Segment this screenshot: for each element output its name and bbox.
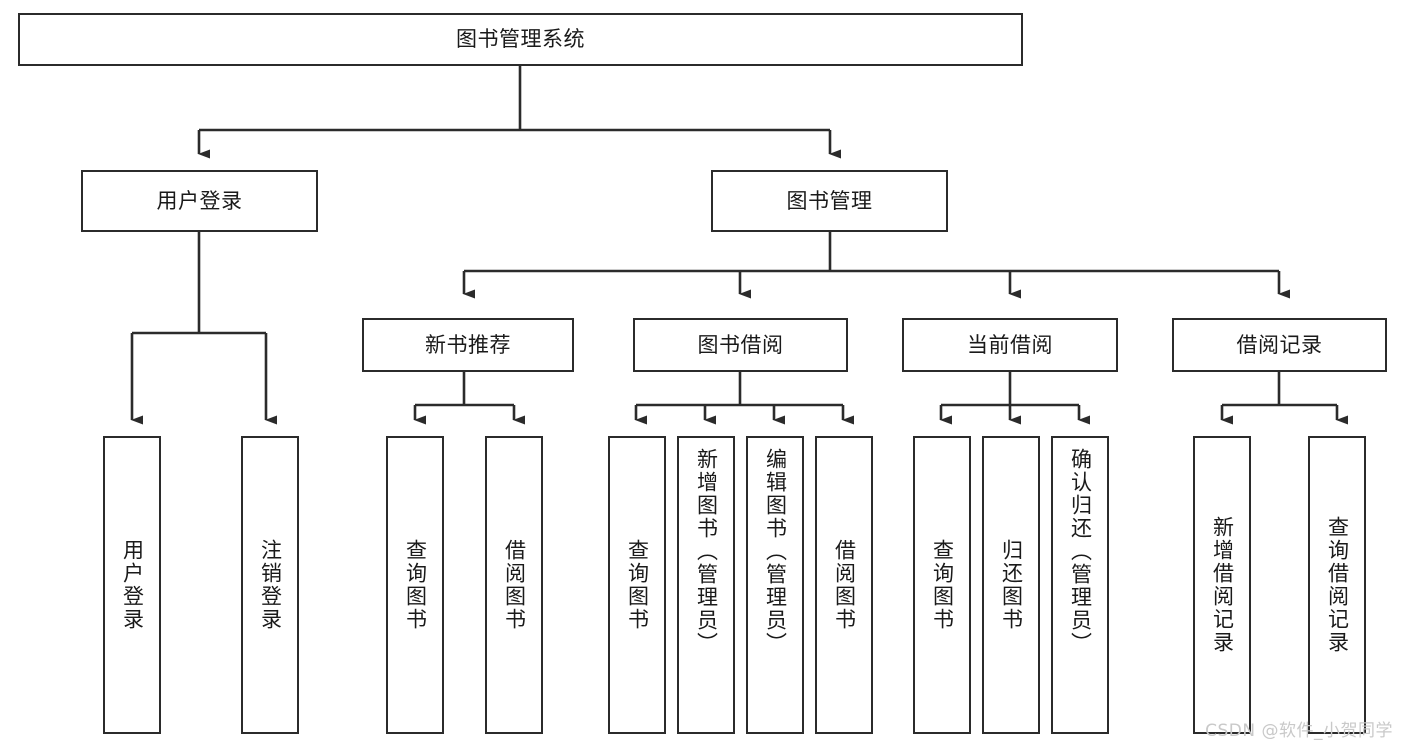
node-user-login[interactable]: 用户登录 — [81, 170, 318, 232]
node-label: 借阅图书 — [832, 539, 857, 631]
node-label: 查询图书 — [403, 539, 428, 631]
leaf-borrow-book-newbook[interactable]: 借阅图书 — [485, 436, 543, 734]
node-label: 用户登录 — [120, 539, 145, 631]
node-label: 新增图书（管理员） — [694, 448, 719, 655]
node-new-book-recommend[interactable]: 新书推荐 — [362, 318, 574, 372]
leaf-edit-book-admin[interactable]: 编辑图书（管理员） — [746, 436, 804, 734]
node-label: 确认归还（管理员） — [1068, 448, 1093, 655]
node-borrow-record[interactable]: 借阅记录 — [1172, 318, 1387, 372]
leaf-borrow-book[interactable]: 借阅图书 — [815, 436, 873, 734]
node-label: 图书管理 — [786, 188, 873, 213]
node-root-system[interactable]: 图书管理系统 — [18, 13, 1023, 66]
node-label: 注销登录 — [258, 539, 283, 631]
leaf-user-login[interactable]: 用户登录 — [103, 436, 161, 734]
leaf-confirm-return-admin[interactable]: 确认归还（管理员） — [1051, 436, 1109, 734]
node-label: 新增借阅记录 — [1210, 516, 1235, 654]
node-label: 查询图书 — [930, 539, 955, 631]
node-label: 查询图书 — [625, 539, 650, 631]
leaf-query-book-newbook[interactable]: 查询图书 — [386, 436, 444, 734]
leaf-return-book[interactable]: 归还图书 — [982, 436, 1040, 734]
node-current-borrow[interactable]: 当前借阅 — [902, 318, 1118, 372]
leaf-logout[interactable]: 注销登录 — [241, 436, 299, 734]
node-label: 归还图书 — [999, 539, 1024, 631]
node-label: 借阅记录 — [1236, 332, 1323, 357]
node-label: 图书借阅 — [697, 332, 784, 357]
node-book-borrow[interactable]: 图书借阅 — [633, 318, 848, 372]
leaf-add-borrow-record[interactable]: 新增借阅记录 — [1193, 436, 1251, 734]
node-label: 用户登录 — [156, 188, 243, 213]
leaf-query-borrow-record[interactable]: 查询借阅记录 — [1308, 436, 1366, 734]
node-label: 当前借阅 — [967, 332, 1053, 357]
node-label: 新书推荐 — [425, 332, 511, 357]
node-label: 查询借阅记录 — [1325, 516, 1350, 654]
leaf-add-book-admin[interactable]: 新增图书（管理员） — [677, 436, 735, 734]
node-book-management[interactable]: 图书管理 — [711, 170, 948, 232]
leaf-query-book-borrow[interactable]: 查询图书 — [608, 436, 666, 734]
node-label: 图书管理系统 — [456, 27, 585, 52]
leaf-query-book-current[interactable]: 查询图书 — [913, 436, 971, 734]
node-label: 编辑图书（管理员） — [763, 448, 788, 655]
node-label: 借阅图书 — [502, 539, 527, 631]
